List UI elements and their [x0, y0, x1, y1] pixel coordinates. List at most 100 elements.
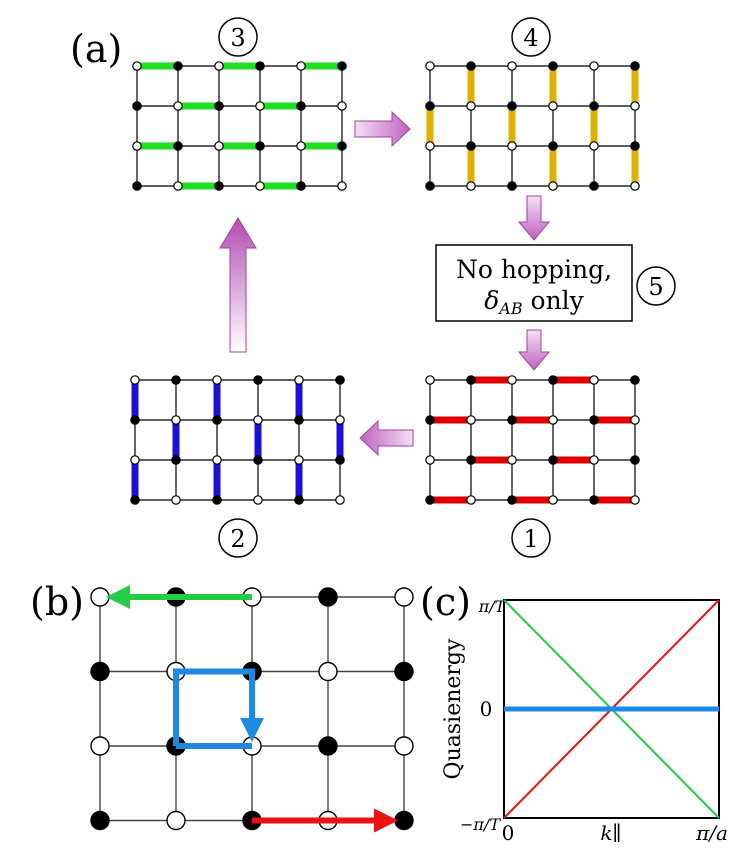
site-b	[394, 661, 414, 682]
site-b	[630, 141, 640, 151]
site-a	[253, 415, 263, 425]
site-a	[212, 455, 222, 465]
site-b	[589, 101, 599, 111]
site-a	[90, 736, 110, 756]
site-a	[296, 141, 306, 151]
y-axis-label: Quasienergy	[441, 638, 466, 779]
site-a	[589, 455, 599, 465]
site-b	[255, 141, 265, 151]
lattice-step-3	[132, 61, 347, 191]
x-tick-zero: 0	[502, 821, 515, 845]
site-a	[296, 61, 306, 71]
delta-symbol: δ	[484, 286, 499, 315]
site-b	[173, 141, 183, 151]
site-b	[589, 181, 599, 191]
site-a	[630, 101, 640, 111]
site-a	[425, 61, 435, 71]
site-a	[318, 661, 338, 682]
site-b	[214, 181, 224, 191]
site-a	[171, 495, 181, 505]
site-b	[337, 141, 347, 151]
step-4-number: 4	[523, 24, 538, 52]
site-b	[425, 101, 435, 111]
lattice-step-1	[425, 375, 640, 505]
site-b	[425, 495, 435, 505]
site-a	[425, 141, 435, 151]
site-b	[589, 495, 599, 505]
panel-a-label: (a)	[70, 27, 122, 71]
site-b	[214, 101, 224, 111]
site-a	[335, 495, 345, 505]
site-b	[630, 375, 640, 385]
site-a	[630, 415, 640, 425]
site-b	[253, 455, 263, 465]
step-4-marker: 4	[511, 17, 551, 57]
no-hopping-box: No hopping, δAB only	[435, 244, 633, 322]
site-b	[294, 495, 304, 505]
site-a	[466, 495, 476, 505]
site-b	[132, 101, 142, 111]
site-a	[394, 587, 414, 607]
site-a	[132, 61, 142, 71]
site-b	[318, 736, 338, 756]
step-3-number: 3	[230, 24, 245, 52]
delta-subscript: AB	[497, 299, 523, 318]
step-2-marker: 2	[218, 518, 258, 558]
step-2-number: 2	[230, 525, 245, 553]
x-tick-pi-over-a: π/a	[695, 821, 728, 845]
site-a	[214, 61, 224, 71]
site-a	[166, 810, 186, 831]
arrow-2-to-3	[219, 217, 257, 353]
site-b	[253, 375, 263, 385]
panel-b-label: (b)	[30, 580, 84, 624]
site-a	[173, 181, 183, 191]
site-b	[212, 415, 222, 425]
site-b	[294, 415, 304, 425]
site-a	[548, 181, 558, 191]
site-a	[548, 101, 558, 111]
no-hopping-line1: No hopping,	[456, 255, 612, 284]
site-b	[507, 415, 517, 425]
site-b	[630, 61, 640, 71]
bulk-arrowhead-blue	[240, 718, 264, 742]
site-b	[548, 375, 558, 385]
site-a	[630, 495, 640, 505]
site-b	[171, 455, 181, 465]
y-tick-top: π/T	[478, 597, 507, 616]
site-b	[130, 415, 140, 425]
site-b	[466, 141, 476, 151]
site-b	[90, 810, 110, 831]
lattice-panel-b	[90, 585, 414, 833]
site-b	[337, 61, 347, 71]
site-b	[171, 375, 181, 385]
site-a	[337, 101, 347, 111]
site-b	[335, 375, 345, 385]
site-b	[425, 181, 435, 191]
site-a	[171, 415, 181, 425]
site-b	[255, 61, 265, 71]
site-a	[425, 375, 435, 385]
site-a	[589, 61, 599, 71]
site-a	[589, 141, 599, 151]
site-b	[318, 587, 338, 607]
site-b	[466, 61, 476, 71]
step-1-marker: 1	[511, 518, 551, 558]
site-b	[466, 455, 476, 465]
arrow-5-to-1	[517, 329, 551, 371]
site-b	[507, 181, 517, 191]
site-a	[425, 455, 435, 465]
site-a	[548, 495, 558, 505]
site-a	[466, 101, 476, 111]
no-hopping-line2: δAB only	[484, 286, 584, 318]
site-a	[507, 455, 517, 465]
site-b	[335, 455, 345, 465]
panel-c-label: (c)	[420, 580, 471, 624]
arrow-4-to-5	[517, 195, 551, 241]
site-b	[425, 415, 435, 425]
site-a	[173, 101, 183, 111]
site-b	[212, 495, 222, 505]
step-3-marker: 3	[218, 17, 258, 57]
site-a	[212, 375, 222, 385]
site-a	[130, 455, 140, 465]
lattice-step-4	[425, 61, 640, 191]
